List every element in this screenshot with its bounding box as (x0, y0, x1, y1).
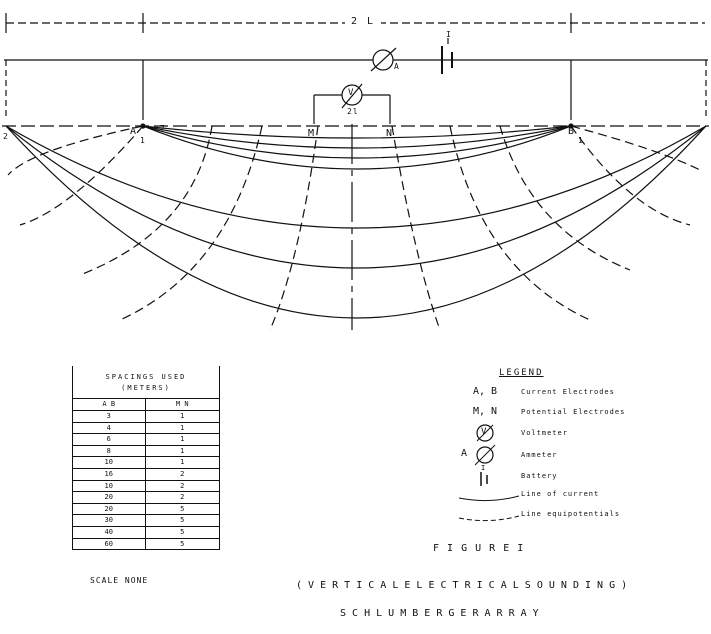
voltmeter-letter: V (348, 88, 354, 98)
spacing-table-header: A B M N (73, 399, 219, 411)
legend-voltmeter-letter: V (481, 427, 487, 437)
col-mn-header: M N (175, 400, 189, 408)
table-row: 20 5 (73, 503, 219, 516)
electrode-b-subscript: 1 (578, 136, 584, 145)
spacing-mn-cell: 1 (180, 435, 185, 444)
legend-ammeter: A Ammeter (455, 444, 655, 466)
spacing-ab-cell: 16 (73, 468, 146, 480)
spacing-mn-cell: 1 (180, 412, 185, 420)
equipotential-lines (7, 125, 701, 331)
table-row: 40 5 (73, 526, 219, 539)
spacing-ab-cell: 4 (73, 422, 146, 434)
legend-equipotential-text: Line equipotentials (521, 510, 621, 518)
spacing-mn-cell: 5 (180, 504, 185, 513)
electrode-n-label: N (386, 128, 395, 139)
col-ab-header: A B (73, 399, 146, 410)
ammeter-letter: A (394, 62, 400, 71)
spacing-table-title: SPACINGS USED (METERS) (73, 366, 219, 399)
current-lines (5, 125, 707, 319)
figure-label: F I G U R E I (433, 543, 525, 554)
spacing-mn-cell: 2 (180, 481, 185, 490)
caption-line2: S C H L U M B E R G E R A R R A Y (340, 608, 539, 619)
electrode-a-subscript: 1 (140, 136, 146, 145)
near-a-mark: 7 (160, 124, 166, 133)
legend-battery: I Battery (455, 464, 655, 488)
legend-current-line: Line of current (455, 488, 655, 506)
table-row: 20 2 (73, 492, 219, 504)
legend-ammeter-text: Ammeter (521, 451, 558, 459)
legend-current-text: Line of current (521, 490, 600, 498)
legend-mn-symbol: M, N (472, 406, 498, 417)
legend-voltmeter-icon (476, 424, 494, 442)
spacing-ab-cell: 20 (73, 492, 146, 503)
spacing-mn-cell: 2 (180, 493, 185, 502)
legend-battery-icon (480, 472, 488, 486)
spacing-ab-cell: 10 (73, 457, 146, 468)
spacing-title-line2: (METERS) (121, 384, 171, 392)
legend-potential-electrodes: M, N Potential Electrodes (455, 406, 655, 424)
table-row: 60 5 (73, 538, 219, 551)
spacing-title-line1: SPACINGS USED (105, 373, 187, 381)
table-row: 30 5 (73, 515, 219, 527)
mn-distance-label: 2l (347, 107, 359, 116)
scale-text: SCALE NONE (90, 576, 149, 585)
legend-current-line-sample (458, 495, 520, 502)
legend-ab-text: Current Electrodes (521, 388, 615, 396)
spacing-mn-cell: 5 (180, 539, 185, 548)
legend-equipotential-sample (458, 515, 520, 522)
spacing-ab-cell: 10 (73, 480, 146, 492)
spacing-ab-cell: 3 (73, 411, 146, 422)
spacing-mn-cell: 5 (180, 527, 185, 536)
legend-current-electrodes: A, B Current Electrodes (455, 386, 655, 404)
caption-line1: ( V E R T I C A L E L E C T R I C A L S … (296, 580, 628, 591)
spacing-ab-cell: 20 (73, 503, 146, 515)
legend-ammeter-icon (474, 444, 496, 466)
legend-equipotential-line: Line equipotentials (455, 508, 655, 526)
electrode-a-label: A (130, 126, 139, 137)
battery-letter: I (446, 30, 452, 39)
spacing-ab-cell: 6 (73, 434, 146, 445)
spacing-ab-cell: 40 (73, 526, 146, 538)
spacing-mn-cell: 1 (180, 446, 185, 455)
dimension-2l-label: 2 L (345, 16, 382, 27)
spacing-ab-cell: 60 (73, 538, 146, 550)
spacing-ab-cell: 30 (73, 515, 146, 526)
spacing-mn-cell: 1 (180, 423, 185, 432)
spacing-mn-cell: 1 (180, 458, 185, 467)
spacing-ab-cell: 8 (73, 445, 146, 457)
electrode-m-label: M (308, 128, 317, 139)
legend-voltmeter-text: Voltmeter (521, 429, 568, 437)
left-edge-mark: 2 (3, 132, 9, 141)
legend-title: LEGEND (499, 368, 544, 378)
table-row: 16 2 (73, 468, 219, 481)
legend-voltmeter: V Voltmeter (455, 424, 655, 442)
legend-battery-letter: I (481, 464, 486, 472)
legend-battery-text: Battery (521, 472, 558, 480)
electrode-b-label: B (568, 126, 577, 137)
table-row: 10 1 (73, 457, 219, 469)
spacing-mn-cell: 5 (180, 516, 185, 525)
legend-mn-text: Potential Electrodes (521, 408, 626, 416)
table-row: 10 2 (73, 480, 219, 493)
legend-ammeter-letter: A (461, 448, 468, 459)
spacing-mn-cell: 2 (180, 469, 185, 478)
legend-ab-symbol: A, B (472, 386, 498, 397)
